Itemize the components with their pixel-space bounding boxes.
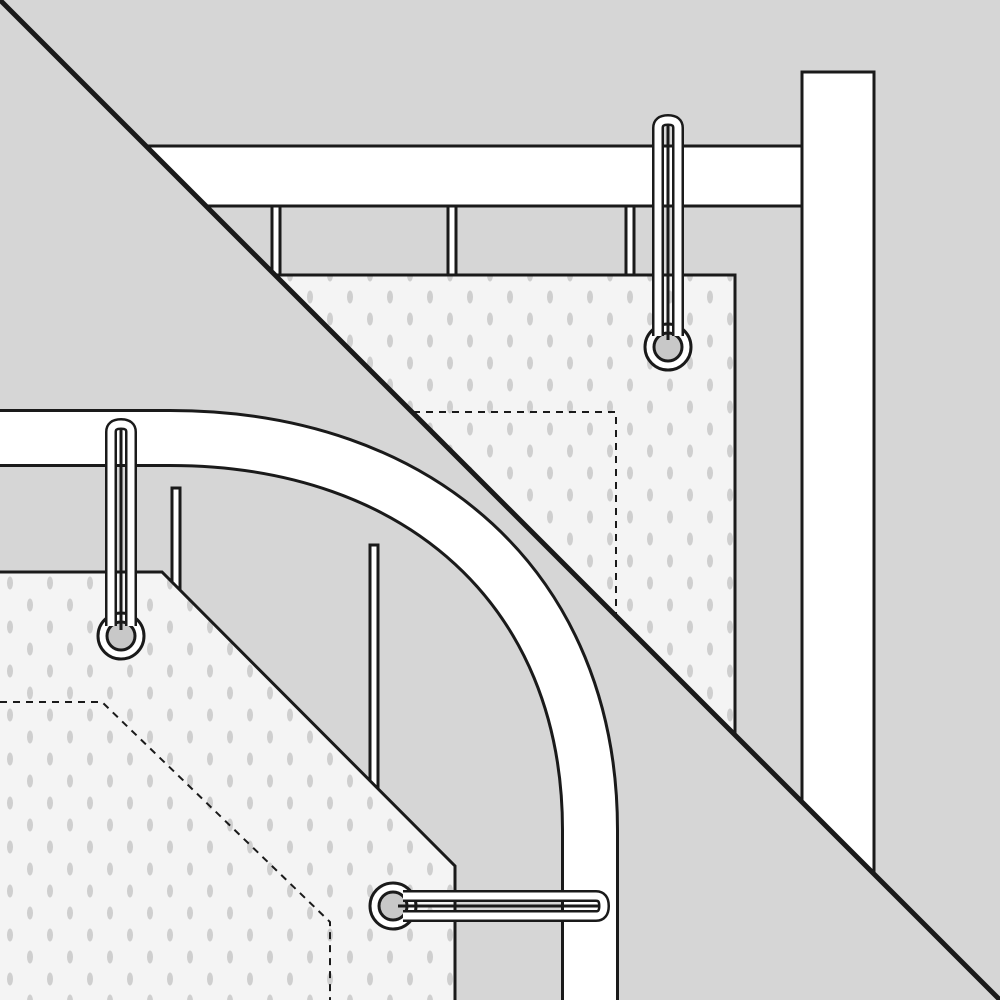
fold-line [0, 701, 331, 1000]
clip-icon [105, 417, 137, 630]
clip-icon [652, 113, 684, 340]
fold-line [400, 411, 617, 615]
frame-rail-curved [0, 409, 619, 1000]
rounded-corner-panel [0, 409, 619, 1000]
clip-icon [398, 890, 611, 922]
